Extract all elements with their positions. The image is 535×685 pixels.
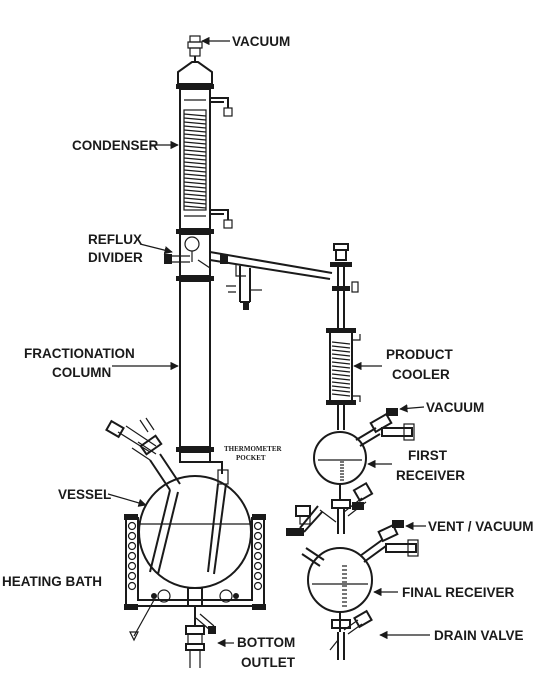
- condenser-head: [177, 61, 213, 85]
- label-final-receiver: FINAL RECEIVER: [402, 585, 515, 600]
- label-condenser: CONDENSER: [72, 138, 159, 153]
- cooler-coil: [331, 349, 351, 353]
- condenser-coil: [183, 129, 207, 133]
- heating-coil: [253, 551, 263, 561]
- condenser-coil: [183, 165, 207, 169]
- final-receiver: [307, 547, 373, 613]
- condenser-coil: [183, 133, 207, 137]
- interconnect: [286, 481, 374, 536]
- annotation-layer: VACUUM CONDENSER REFLUX DIVIDER FRACTION…: [2, 34, 534, 670]
- heating-coil: [127, 531, 137, 541]
- cooler-coil: [331, 345, 351, 349]
- heating-coil: [253, 571, 263, 581]
- heating-coil: [127, 581, 137, 591]
- drain-valve: [329, 609, 373, 660]
- condenser-coil: [183, 137, 207, 141]
- condenser-coil: [183, 197, 207, 201]
- condenser-coil: [183, 113, 207, 117]
- heating-coil: [253, 531, 263, 541]
- label-thermometer-1: THERMOMETER: [224, 445, 283, 453]
- cooler-coil: [331, 369, 351, 373]
- cooler-coil: [331, 361, 351, 365]
- cooler-coil: [331, 341, 351, 345]
- vessel: [138, 475, 252, 589]
- label-bottom-2: OUTLET: [241, 655, 296, 670]
- thermometer-pocket: [207, 461, 229, 575]
- condenser-coil: [183, 141, 207, 145]
- label-vent-vacuum: VENT / VACUUM: [428, 519, 534, 534]
- heating-coil: [253, 581, 263, 591]
- heating-coil: [127, 521, 137, 531]
- label-reflux-1: REFLUX: [88, 232, 142, 247]
- condenser-coil: [183, 173, 207, 177]
- cooler-coil: [331, 357, 351, 361]
- label-drain-valve: DRAIN VALVE: [434, 628, 524, 643]
- label-first-1: FIRST: [408, 448, 448, 463]
- condenser-coil: [183, 145, 207, 149]
- label-vessel: VESSEL: [58, 487, 111, 502]
- heating-coil: [253, 521, 263, 531]
- condenser-coil: [183, 117, 207, 121]
- condenser-coil: [183, 181, 207, 185]
- label-reflux-2: DIVIDER: [88, 250, 143, 265]
- bottom-outlet: [185, 587, 216, 668]
- label-product-1: PRODUCT: [386, 347, 454, 362]
- heating-coil: [253, 561, 263, 571]
- label-bottom-1: BOTTOM: [237, 635, 295, 650]
- cooler-coil: [331, 353, 351, 357]
- first-receiver-vacuum-valve: [355, 408, 415, 447]
- cooler-coil: [331, 393, 351, 397]
- condenser-coil: [183, 149, 207, 153]
- condenser-coil: [183, 161, 207, 165]
- fractionation-column: [179, 280, 211, 448]
- heating-coil: [253, 541, 263, 551]
- heating-bath: [124, 514, 266, 642]
- cooler-coil: [331, 365, 351, 369]
- takeoff-line: [209, 251, 333, 310]
- label-fractionation-2: COLUMN: [52, 365, 111, 380]
- heating-coil: [127, 561, 137, 571]
- condenser: [179, 88, 233, 230]
- vacuum-connector-top: [187, 35, 203, 62]
- label-vacuum-right: VACUUM: [426, 400, 484, 415]
- column-assembly: [105, 35, 266, 668]
- vessel-side-neck: [105, 417, 181, 575]
- cooler-coil: [331, 373, 351, 377]
- product-cooler: [326, 328, 361, 430]
- condenser-coil: [183, 177, 207, 181]
- label-product-2: COOLER: [392, 367, 450, 382]
- condenser-coil: [183, 201, 207, 205]
- heating-coil: [127, 571, 137, 581]
- condenser-coil: [183, 125, 207, 129]
- product-train: [286, 243, 419, 660]
- label-heating-bath: HEATING BATH: [2, 574, 102, 589]
- condenser-coil: [183, 157, 207, 161]
- condenser-coil: [183, 169, 207, 173]
- cooler-coil: [331, 385, 351, 389]
- label-first-2: RECEIVER: [396, 468, 465, 483]
- label-thermometer-2: POCKET: [236, 454, 266, 462]
- condenser-coil: [183, 193, 207, 197]
- heating-coil: [127, 551, 137, 561]
- cooler-coil: [331, 381, 351, 385]
- reflux-divider: [164, 233, 211, 277]
- label-vacuum-top: VACUUM: [232, 34, 290, 49]
- heating-coil: [127, 541, 137, 551]
- cooler-coil: [331, 377, 351, 381]
- condenser-coil: [183, 153, 207, 157]
- condenser-coil: [183, 205, 207, 209]
- cooler-coil: [331, 389, 351, 393]
- vent-vacuum-valve: [301, 520, 419, 567]
- condenser-coil: [183, 185, 207, 189]
- label-fractionation-1: FRACTIONATION: [24, 346, 135, 361]
- condenser-coil: [183, 121, 207, 125]
- condenser-coil: [183, 189, 207, 193]
